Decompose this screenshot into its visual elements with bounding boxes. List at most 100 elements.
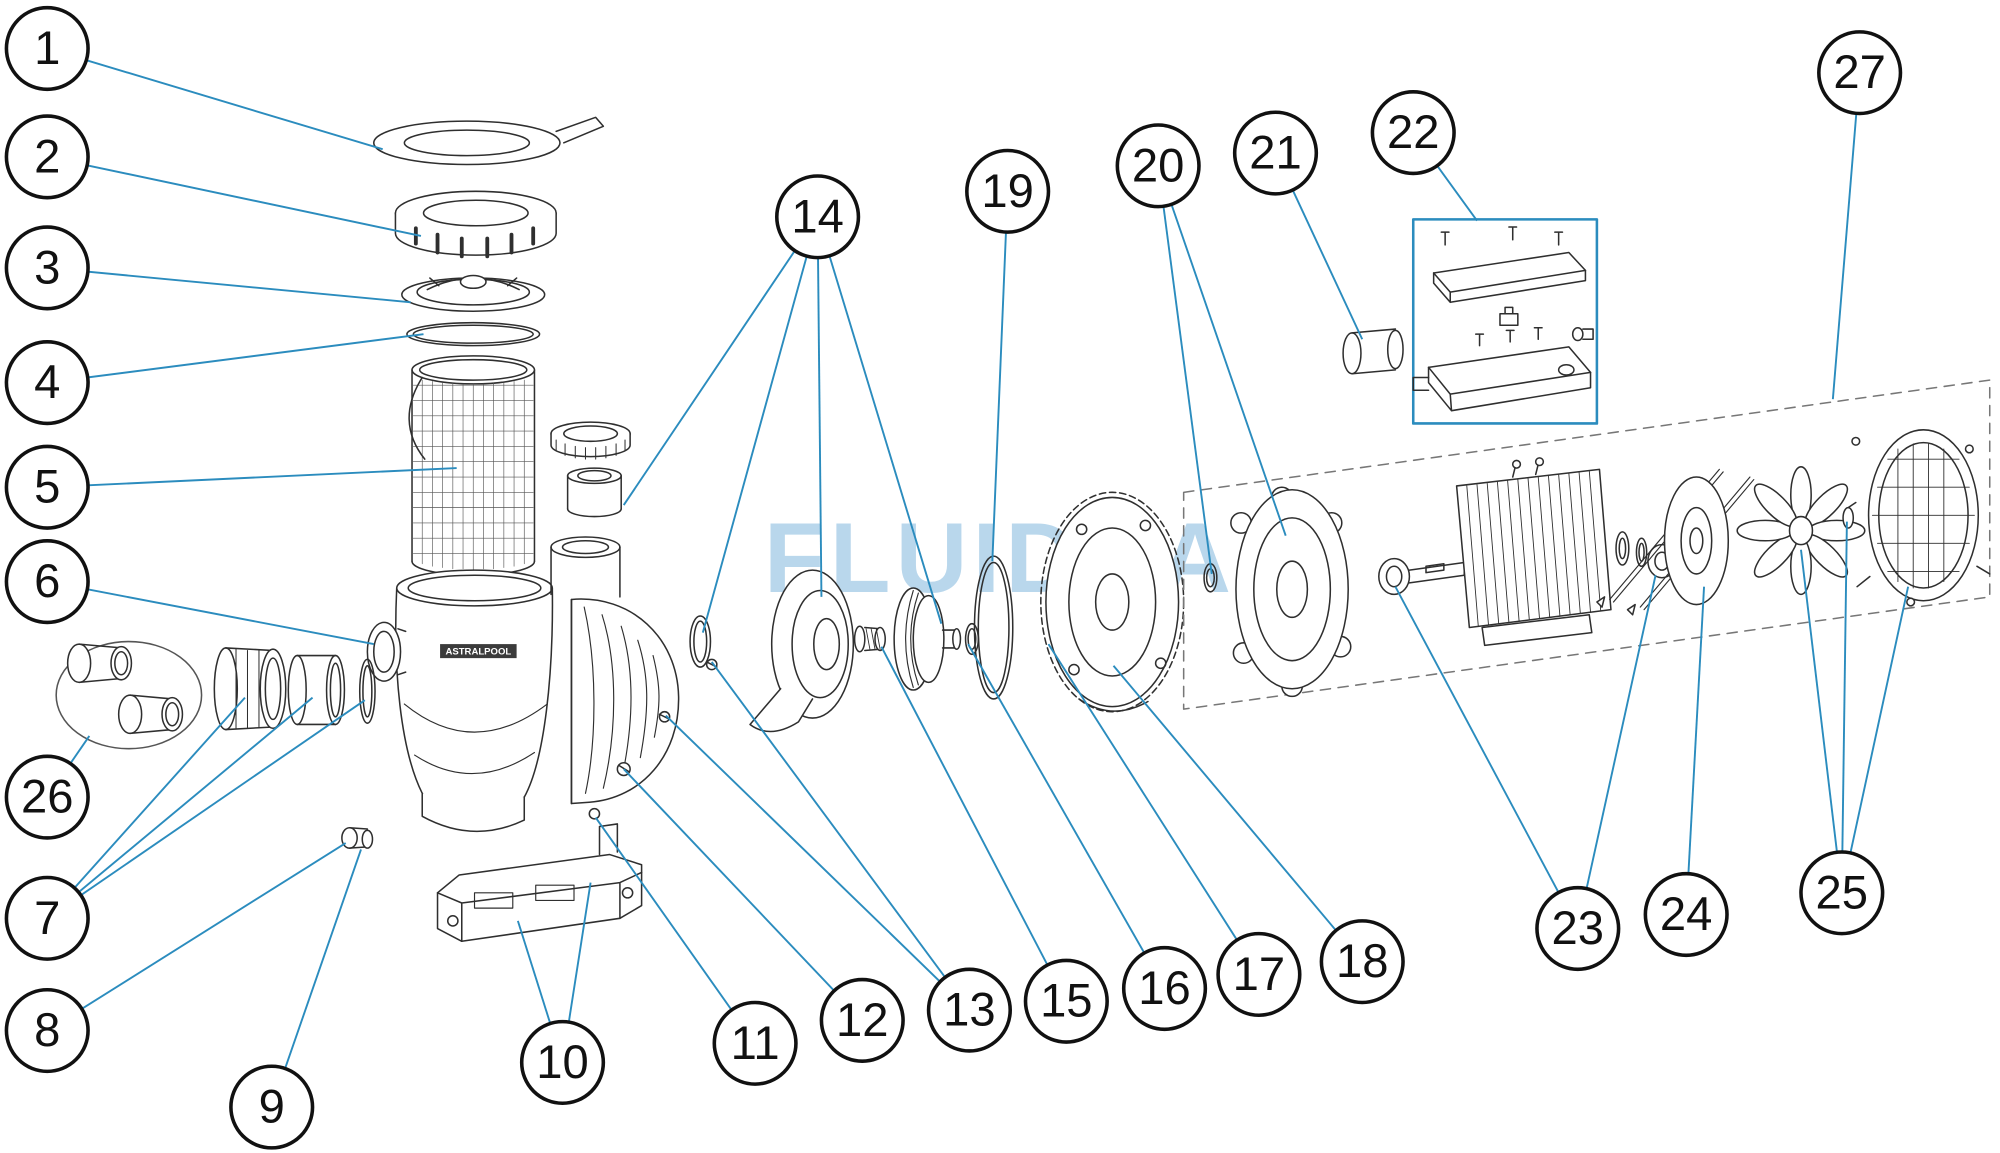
callout-number: 9 [259,1081,285,1134]
callout-number: 17 [1233,948,1286,1001]
casing-gasket-drawing [973,555,1014,700]
callout-16: 16 [1121,945,1208,1032]
callout-10: 10 [519,1019,606,1106]
union-oring-drawing [358,658,376,724]
leader-line-8 [46,842,347,1032]
callout-circle [965,148,1051,234]
callout-number: 18 [1336,935,1389,988]
callout-circle [1115,123,1201,209]
lid-drawing [401,274,546,312]
leader-line-14 [816,216,943,624]
union-sleeve-drawing [287,654,346,726]
parts-layer: ASTRALPOOL [55,116,1991,943]
callout-20: 20 [1115,123,1201,209]
callout-24: 24 [1643,871,1729,958]
callout-6: 6 [4,539,90,625]
leader-line-7 [46,699,366,920]
callout-number: 15 [1040,975,1093,1028]
callout-22: 22 [1370,90,1456,176]
callout-number: 25 [1816,866,1869,919]
leader-line-9 [270,849,362,1108]
callout-number: 21 [1249,127,1302,180]
fan-drawing [1736,466,1866,596]
bearing-front-drawing [1378,557,1411,596]
callout-circle [229,1064,315,1150]
impeller-drawing [893,587,962,691]
leader-line-11 [594,817,756,1044]
callout-circle [1232,110,1319,196]
callout-15: 15 [1023,958,1109,1044]
callout-circle [4,225,90,311]
callout-8: 8 [4,987,90,1074]
leader-line-17 [1047,643,1260,975]
terminal-box-drawing [1411,218,1599,425]
callout-11: 11 [712,1000,798,1086]
rotor-shaft-drawing [1408,561,1466,584]
callout-circle [1319,919,1405,1005]
callout-circle [4,754,90,840]
adapters-group-drawing [55,640,203,750]
callout-17: 17 [1216,931,1302,1018]
leader-line-25 [1840,521,1848,893]
leader-line-14 [622,216,819,506]
leader-line-2 [47,155,422,237]
fan-clip-drawing [1842,501,1857,529]
callout-number: 26 [21,771,74,824]
leader-line-23 [1394,586,1579,929]
leader-line-6 [47,580,374,646]
callout-number: 13 [943,984,996,1037]
callout-number: 6 [34,555,60,608]
callout-12: 12 [819,977,905,1063]
callout-circle [1817,30,1903,116]
leader-line-19 [991,191,1009,562]
callout-circle [1535,885,1621,972]
callout-13: 13 [926,967,1012,1053]
callout-number: 20 [1132,139,1185,192]
lid-oring-drawing [406,321,541,347]
callout-14: 14 [775,174,861,260]
lid-ring-drawing [394,190,557,259]
brand-label-text: ASTRALPOOL [445,646,511,657]
callout-circle [926,967,1012,1053]
leader-line-20 [1157,165,1287,536]
leader-line-14 [816,216,823,597]
callout-number: 22 [1387,106,1440,159]
callout-number: 7 [34,892,60,945]
callout-number: 24 [1660,888,1713,941]
callout-number: 23 [1552,902,1605,955]
motor-drawing [1455,457,1612,647]
callout-21: 21 [1232,110,1319,196]
callout-19: 19 [965,148,1051,234]
callout-26: 26 [4,754,90,840]
leader-line-14 [701,216,819,633]
shaft-oring-drawing [689,615,712,668]
callout-circle [4,875,90,961]
leader-line-13 [710,661,971,1011]
callout-circle [4,5,90,92]
leader-line-12 [623,768,863,1022]
union-nut-drawing [213,647,287,731]
callout-number: 11 [731,1017,780,1070]
callout-2: 2 [4,114,90,200]
callout-number: 10 [536,1036,589,1089]
callout-number: 14 [791,190,844,243]
callout-number: 5 [34,461,60,514]
pump-base-drawing [436,823,643,943]
callout-7: 7 [4,875,90,961]
callout-circle [4,539,90,625]
callout-4: 4 [4,340,90,426]
fan-cover-drawing [1851,429,1991,607]
seal-rotary-drawing [853,625,886,653]
seal-plate-drawing [1230,486,1352,698]
callout-circle [519,1019,606,1106]
diffuser-drawing [749,569,855,733]
leader-line-5 [47,467,457,489]
callout-18: 18 [1319,919,1405,1005]
lock-ring-drawing [372,116,605,166]
basket-drawing [408,355,536,576]
callout-circle [775,174,861,260]
plug-drawing [341,826,374,849]
leader-line-24 [1685,586,1705,915]
motor-assembly-box [1182,379,1991,710]
